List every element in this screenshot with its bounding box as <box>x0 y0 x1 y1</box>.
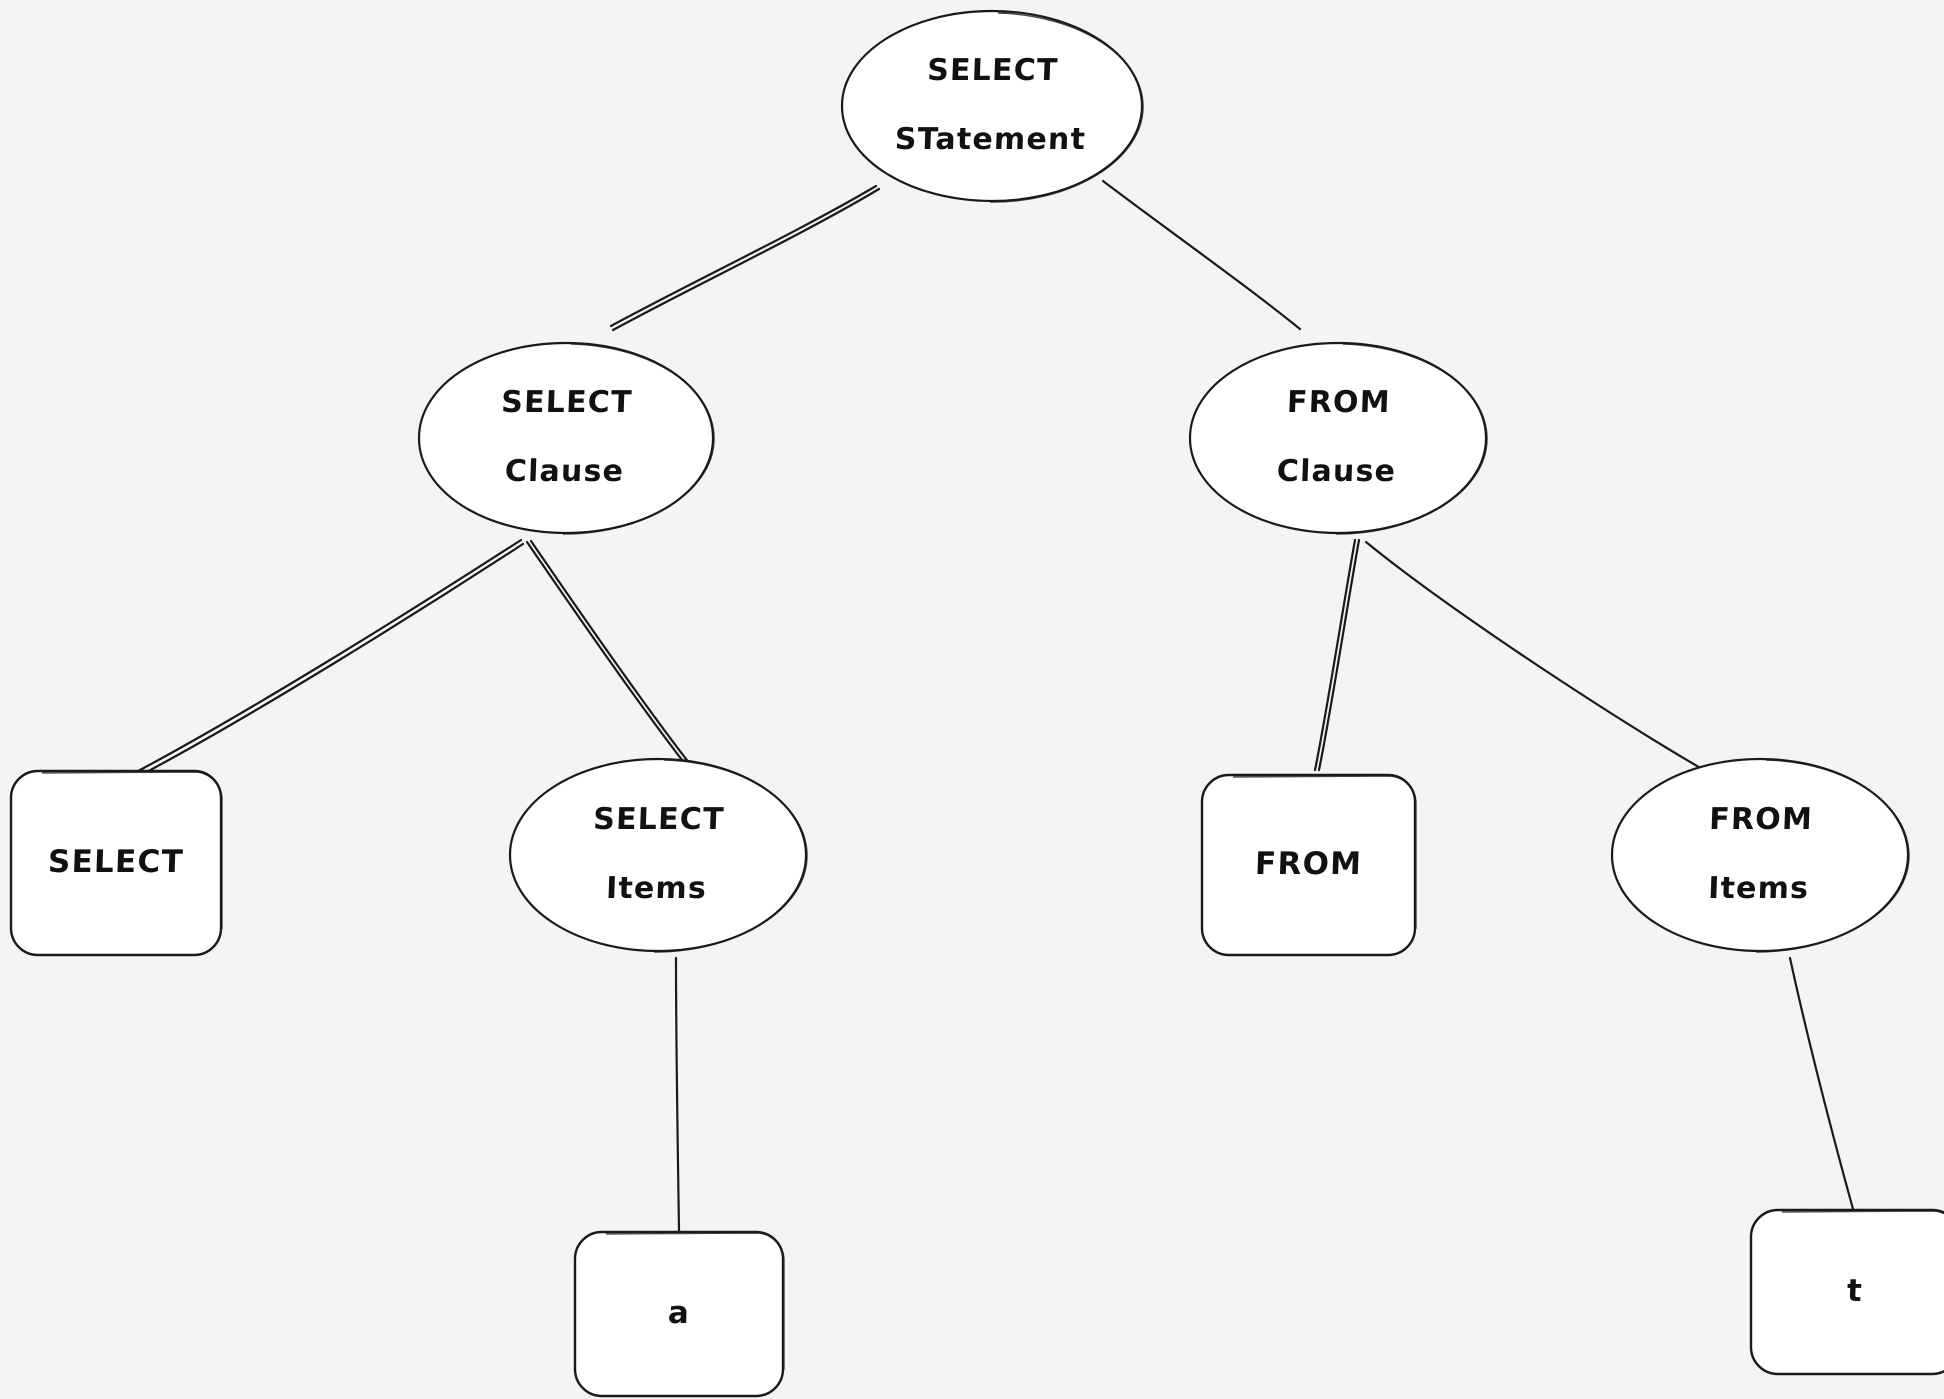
edge-from-clause-from-terminal <box>1313 538 1361 772</box>
ellipse-shape <box>838 8 1146 204</box>
node-label-line1: SELECT <box>592 801 726 837</box>
node-label-line2: STatement <box>894 122 1088 158</box>
edge-from-items-table-t <box>1788 956 1855 1211</box>
node-label-line1: a <box>667 1295 691 1332</box>
node-select-statement[interactable]: SELECT STatement <box>838 8 1146 204</box>
ellipse-shape <box>1186 340 1490 536</box>
node-from-clause[interactable]: FROM Clause <box>1186 340 1490 536</box>
node-label-line1: FROM <box>1708 801 1814 837</box>
node-select-items[interactable]: SELECT Items <box>506 756 810 954</box>
node-from-terminal[interactable]: FROM <box>1199 772 1418 958</box>
ellipse-shape <box>415 340 717 536</box>
node-label: a <box>666 1260 692 1368</box>
node-select-terminal[interactable]: SELECT <box>8 768 224 958</box>
node-label-line1: SELECT <box>500 384 634 420</box>
node-label-line1: FROM <box>1286 384 1392 420</box>
edge-root-select-clause <box>609 184 881 332</box>
node-label-line1: SELECT <box>47 844 185 881</box>
node-label: FROM Items <box>1705 768 1815 942</box>
edge-select-clause-select-terminal <box>138 538 525 776</box>
edge-from-clause-from-items <box>1364 540 1725 783</box>
rounded-rect-shape <box>8 768 224 958</box>
node-label-line1: FROM <box>1254 846 1363 883</box>
edge-select-items-column-a <box>674 956 681 1233</box>
node-label: SELECT <box>46 809 186 917</box>
node-label-line2: Clause <box>1276 454 1398 490</box>
node-label: FROM <box>1253 811 1364 919</box>
node-label: SELECT STatement <box>893 19 1090 193</box>
node-label-line2: Items <box>1707 871 1810 907</box>
node-column-a[interactable]: a <box>572 1229 786 1399</box>
rounded-rect-shape <box>572 1229 786 1399</box>
ellipse-shape <box>506 756 810 954</box>
node-label: SELECT Items <box>589 768 726 942</box>
node-label-line2: Items <box>605 871 708 907</box>
rounded-rect-shape <box>1199 772 1418 958</box>
node-from-items[interactable]: FROM Items <box>1608 756 1912 954</box>
node-select-clause[interactable]: SELECT Clause <box>415 340 717 536</box>
node-label: FROM Clause <box>1275 351 1400 525</box>
rounded-rect-shape <box>1748 1207 1944 1377</box>
node-label: SELECT Clause <box>497 351 634 525</box>
node-label-line2: Clause <box>504 454 626 490</box>
ellipse-shape <box>1608 756 1912 954</box>
edge-root-from-clause <box>1101 179 1302 331</box>
node-table-t[interactable]: t <box>1748 1207 1944 1377</box>
edge-select-clause-select-items <box>525 539 695 771</box>
node-label-line1: t <box>1846 1273 1864 1310</box>
node-label-line1: SELECT <box>926 52 1060 88</box>
